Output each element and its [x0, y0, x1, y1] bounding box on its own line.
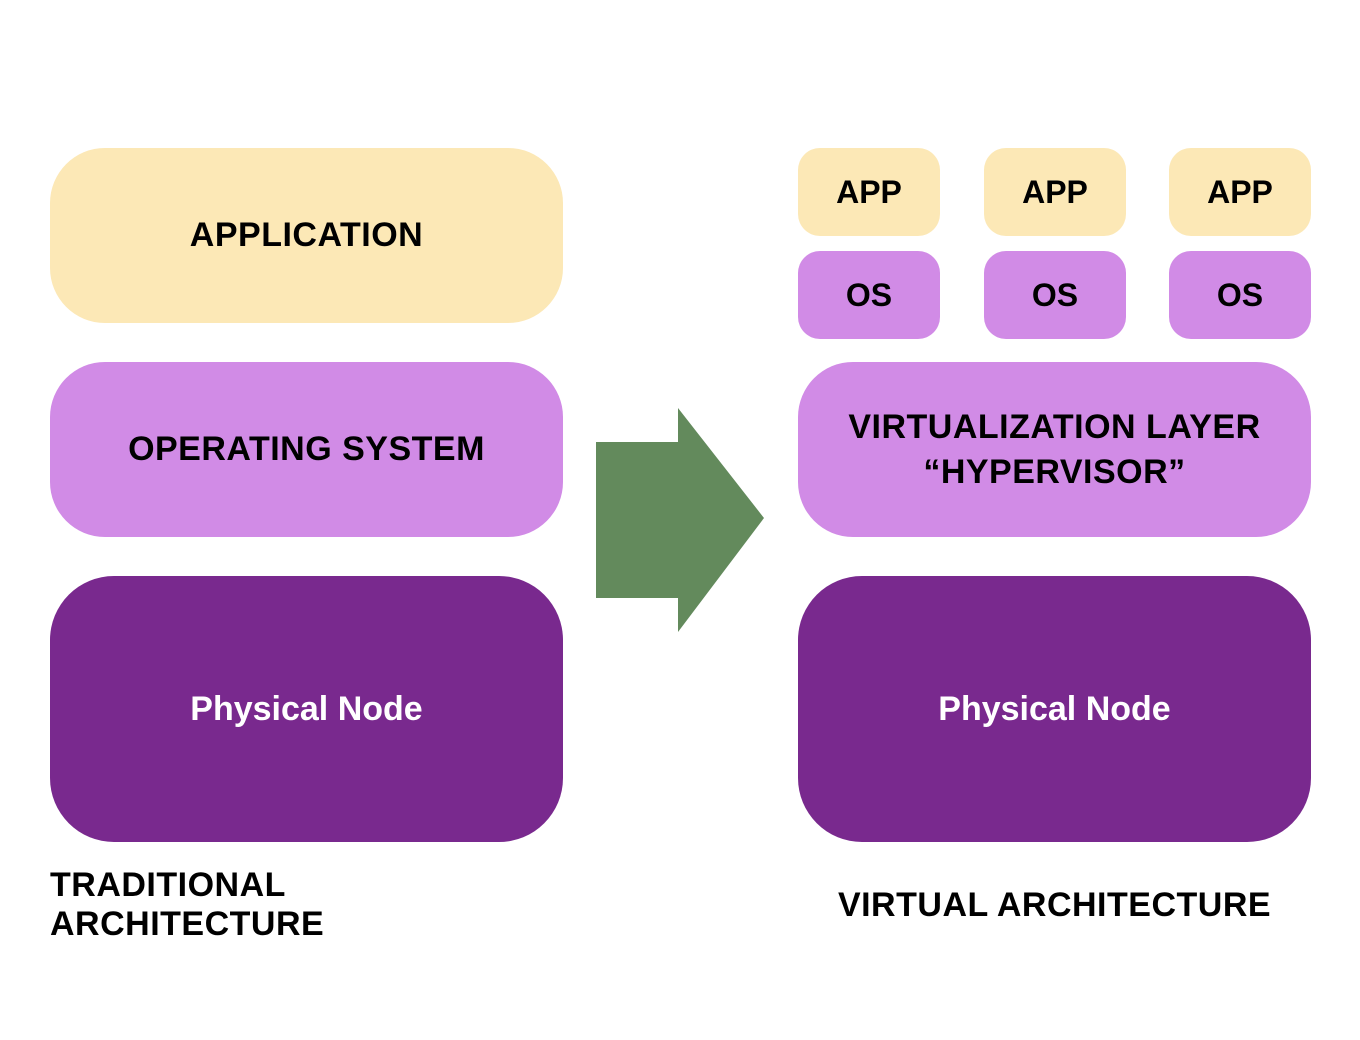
vm2-os-box: OS: [984, 251, 1126, 339]
vm2-app-label: APP: [1022, 173, 1088, 210]
hypervisor-label-line1: VIRTUALIZATION LAYER: [848, 408, 1261, 447]
traditional-operating-system-layer: OPERATING SYSTEM: [50, 362, 563, 537]
vm1-os-box: OS: [798, 251, 940, 339]
traditional-application-label: APPLICATION: [189, 216, 424, 254]
traditional-application-layer: APPLICATION: [50, 148, 563, 323]
vm3-os-box: OS: [1169, 251, 1311, 339]
vm1-os-label: OS: [845, 276, 893, 313]
vm1-app-label: APP: [836, 173, 902, 210]
vm3-app-label: APP: [1207, 173, 1273, 210]
traditional-os-label: OPERATING SYSTEM: [128, 430, 485, 468]
traditional-architecture-caption: TRADITIONAL ARCHITECTURE: [50, 866, 325, 943]
hypervisor-label-line2: “HYPERVISOR”: [923, 452, 1186, 491]
virtual-architecture-caption: VIRTUAL ARCHITECTURE: [837, 885, 1272, 924]
virtualization-layer-hypervisor: VIRTUALIZATION LAYER “HYPERVISOR”: [798, 362, 1311, 537]
virtual-physical-node-label: Physical Node: [938, 689, 1171, 728]
right-arrow-icon: [596, 408, 764, 632]
traditional-physical-node-layer: Physical Node: [50, 576, 563, 842]
traditional-physical-node-label: Physical Node: [190, 689, 423, 728]
vm1-app-box: APP: [798, 148, 940, 236]
vm3-os-label: OS: [1216, 276, 1264, 313]
virtual-physical-node-layer: Physical Node: [798, 576, 1311, 842]
vm2-os-label: OS: [1031, 276, 1079, 313]
vm2-app-box: APP: [984, 148, 1126, 236]
vm3-app-box: APP: [1169, 148, 1311, 236]
